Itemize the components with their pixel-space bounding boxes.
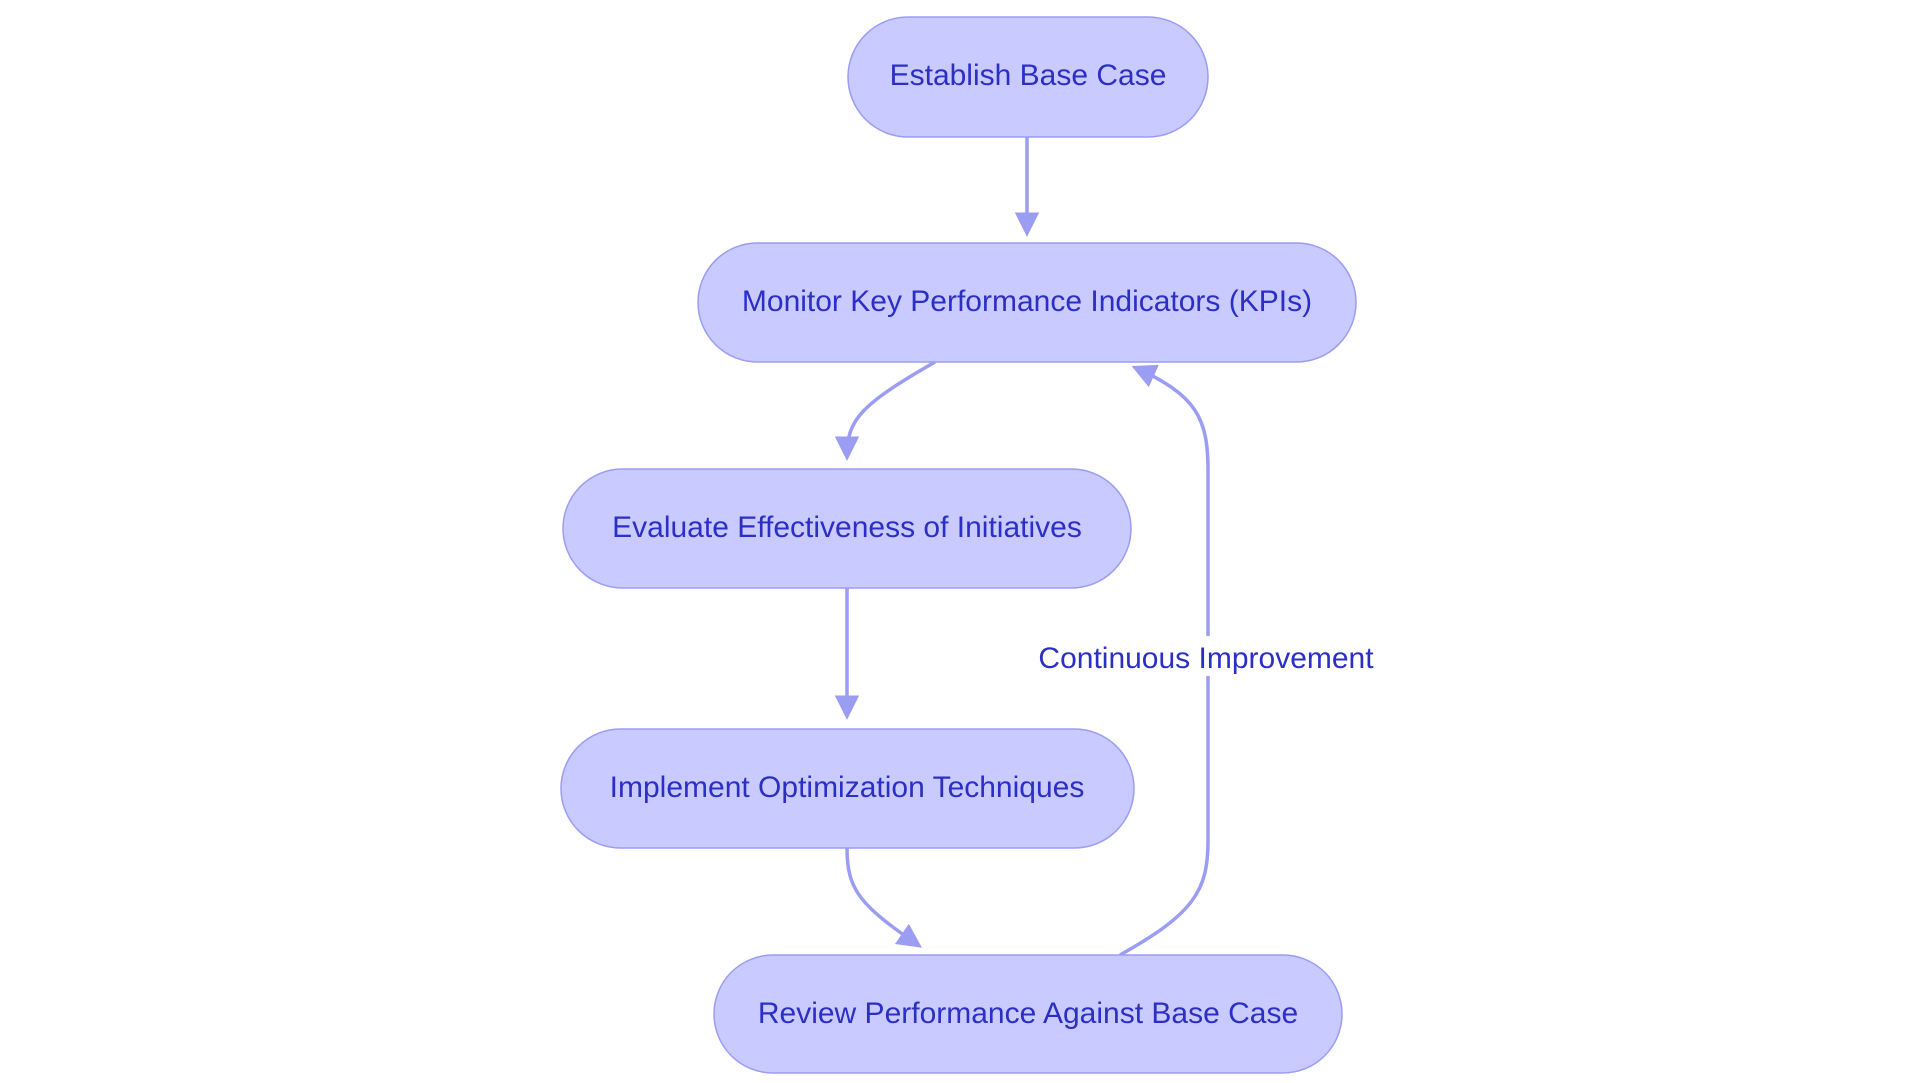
node-label-implement-optimization: Implement Optimization Techniques xyxy=(610,771,1085,804)
node-label-evaluate-effectiveness: Evaluate Effectiveness of Initiatives xyxy=(612,511,1082,544)
node-evaluate-effectiveness[interactable]: Evaluate Effectiveness of Initiatives xyxy=(562,468,1132,589)
node-label-establish-base-case: Establish Base Case xyxy=(890,59,1167,92)
edge-review-to-monitor xyxy=(1119,364,1210,957)
node-establish-base-case[interactable]: Establish Base Case xyxy=(847,16,1209,138)
node-review-performance[interactable]: Review Performance Against Base Case xyxy=(713,954,1343,1074)
node-implement-optimization[interactable]: Implement Optimization Techniques xyxy=(560,728,1135,849)
edge-label-continuous-improvement: Continuous Improvement xyxy=(1034,636,1379,676)
edge-implement-to-review xyxy=(845,847,923,948)
node-label-review-performance: Review Performance Against Base Case xyxy=(758,997,1298,1030)
continuous-improvement-label: Continuous Improvement xyxy=(1038,642,1374,675)
node-monitor-kpis[interactable]: Monitor Key Performance Indicators (KPIs… xyxy=(697,242,1357,363)
edge-monitor-to-evaluate xyxy=(834,360,936,461)
node-label-monitor-kpis: Monitor Key Performance Indicators (KPIs… xyxy=(742,285,1312,318)
